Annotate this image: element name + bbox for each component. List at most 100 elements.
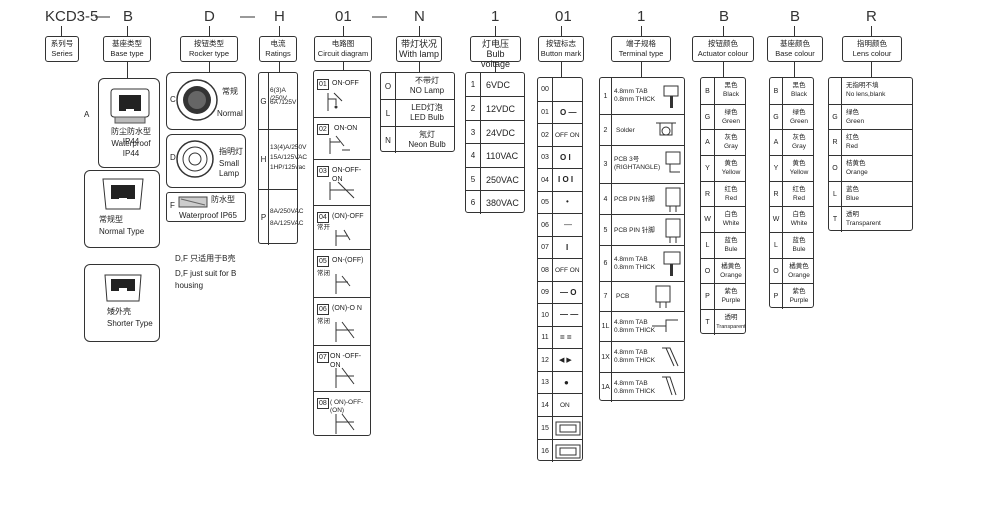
mark-key: 14 (538, 394, 553, 416)
rocker-type-column: C 常规 Normal D 指明灯 Small Lamp F 防水型 Water… (166, 72, 246, 222)
code-lamp: N (414, 8, 425, 25)
circuit-key: 08 (317, 398, 329, 409)
header-button-mark: 按钮标志 Button mark (538, 36, 584, 62)
colour-key: B (770, 78, 783, 104)
header-terminal: 端子规格 Terminal type (611, 36, 671, 62)
bulb-row: 6 380VAC (466, 190, 524, 214)
header-base-type: 基座类型 Base type (103, 36, 151, 62)
stem (61, 26, 62, 36)
code-rocker-type: D (204, 8, 215, 25)
stem (343, 62, 344, 70)
ratings-line: 13(4)A/250V (270, 144, 307, 151)
rocker-type-key: D (170, 153, 176, 162)
code-lens-colour: R (866, 8, 877, 25)
colour-key (829, 78, 842, 104)
colour-key: A (770, 130, 783, 155)
terminal-line: 0.8mm THICK (614, 264, 656, 271)
stem (343, 26, 344, 36)
colour-key: T (701, 310, 715, 335)
rocker-type-en: Waterproof IP65 (179, 211, 237, 220)
circuit-key: 01 (317, 79, 329, 90)
stem (127, 26, 128, 36)
header-en: Base colour (775, 49, 815, 58)
bulb-value: 24VDC (486, 128, 516, 138)
stem (723, 26, 724, 36)
ratings-row: H 13(4)A/250V 15A/125VAC 1HP/125vac (259, 129, 307, 189)
colour-key: W (770, 207, 783, 232)
header-circuit: 电路图 Circuit diagram (314, 36, 372, 62)
mark-key: 08 (538, 259, 553, 281)
colour-zh: 绿色 (846, 109, 859, 116)
circuit-row: 08 ( ON)-OFF-(ON) (314, 391, 370, 437)
colour-zh: 蓝色 (846, 186, 859, 193)
circuit-row: 03 ON-OFF-ON (314, 159, 370, 205)
mark-key: 03 (538, 147, 553, 168)
rocker-type-f-card: F 防水型 Waterproof IP65 (166, 192, 246, 222)
colour-en: Bule (792, 246, 806, 253)
ratings-line: 6(3)A /250V (270, 87, 287, 102)
terminal-line: 0.8mm THICK (614, 388, 656, 395)
circuit-diagram-icon (327, 92, 343, 111)
colour-en: No lens,blank (846, 91, 886, 98)
colour-key: W (701, 207, 715, 232)
mark-key: 10 (538, 304, 553, 326)
rocker-type-d-card: D 指明灯 Small Lamp (166, 134, 246, 188)
header-lens-colour: 指明颜色 Lens colour (842, 36, 902, 62)
mark-key: 12 (538, 349, 553, 371)
stem (794, 26, 795, 36)
colour-en: Red (793, 195, 805, 202)
rocker-normal-image (176, 79, 218, 121)
ratings-line: 15A/125VAC (270, 154, 308, 161)
colour-en: Orange (788, 272, 810, 279)
colour-zh: 透明 (724, 314, 738, 321)
stem (641, 26, 642, 36)
mark-symbol: ON (560, 402, 570, 409)
square-mark-icon (555, 444, 581, 459)
stem (419, 62, 420, 72)
bulb-key: 1 (466, 73, 481, 96)
lens-colour-row: 无指明不填 No lens,blank (829, 78, 912, 104)
colour-key: R (701, 182, 715, 206)
colour-key: B (701, 78, 715, 104)
ratings-row: G 6(3)A /250V 6A /125V (259, 73, 297, 129)
colour-zh: 黄色 (724, 160, 738, 167)
colour-en: White (790, 220, 808, 227)
terminal-icon (665, 218, 681, 243)
stem (495, 26, 496, 36)
colour-zh: 无指明不填 (846, 82, 879, 89)
terminal-key: 3 (600, 146, 612, 183)
header-en: Lens colour (852, 49, 892, 58)
rocker-type-zh: 防水型 (211, 195, 235, 204)
rocker-type-c-card: C 常规 Normal (166, 72, 246, 130)
terminal-line: PCB (616, 293, 630, 300)
header-zh: 基座颜色 (780, 39, 810, 48)
lamp-en: NO Lamp (409, 86, 445, 95)
base-type-en: Normal Type (99, 227, 145, 236)
terminal-icon (655, 285, 671, 308)
colour-en: Black (723, 91, 739, 98)
circuit-key: 07 (317, 352, 329, 363)
colour-en: White (722, 220, 740, 227)
terminal-key: 1 (600, 78, 612, 114)
base-type-zh: 矮外壳 (107, 307, 131, 316)
bulb-value: 380VAC (486, 198, 519, 208)
terminal-key: 4 (600, 184, 612, 214)
colour-key: G (770, 105, 783, 129)
colour-key: Y (701, 156, 715, 181)
colour-zh: 红色 (724, 186, 738, 193)
circuit-row: 07 ON -OFF-ON (314, 345, 370, 391)
lamp-zh: 氖灯 (419, 130, 435, 139)
lamp-key: N (381, 127, 396, 153)
